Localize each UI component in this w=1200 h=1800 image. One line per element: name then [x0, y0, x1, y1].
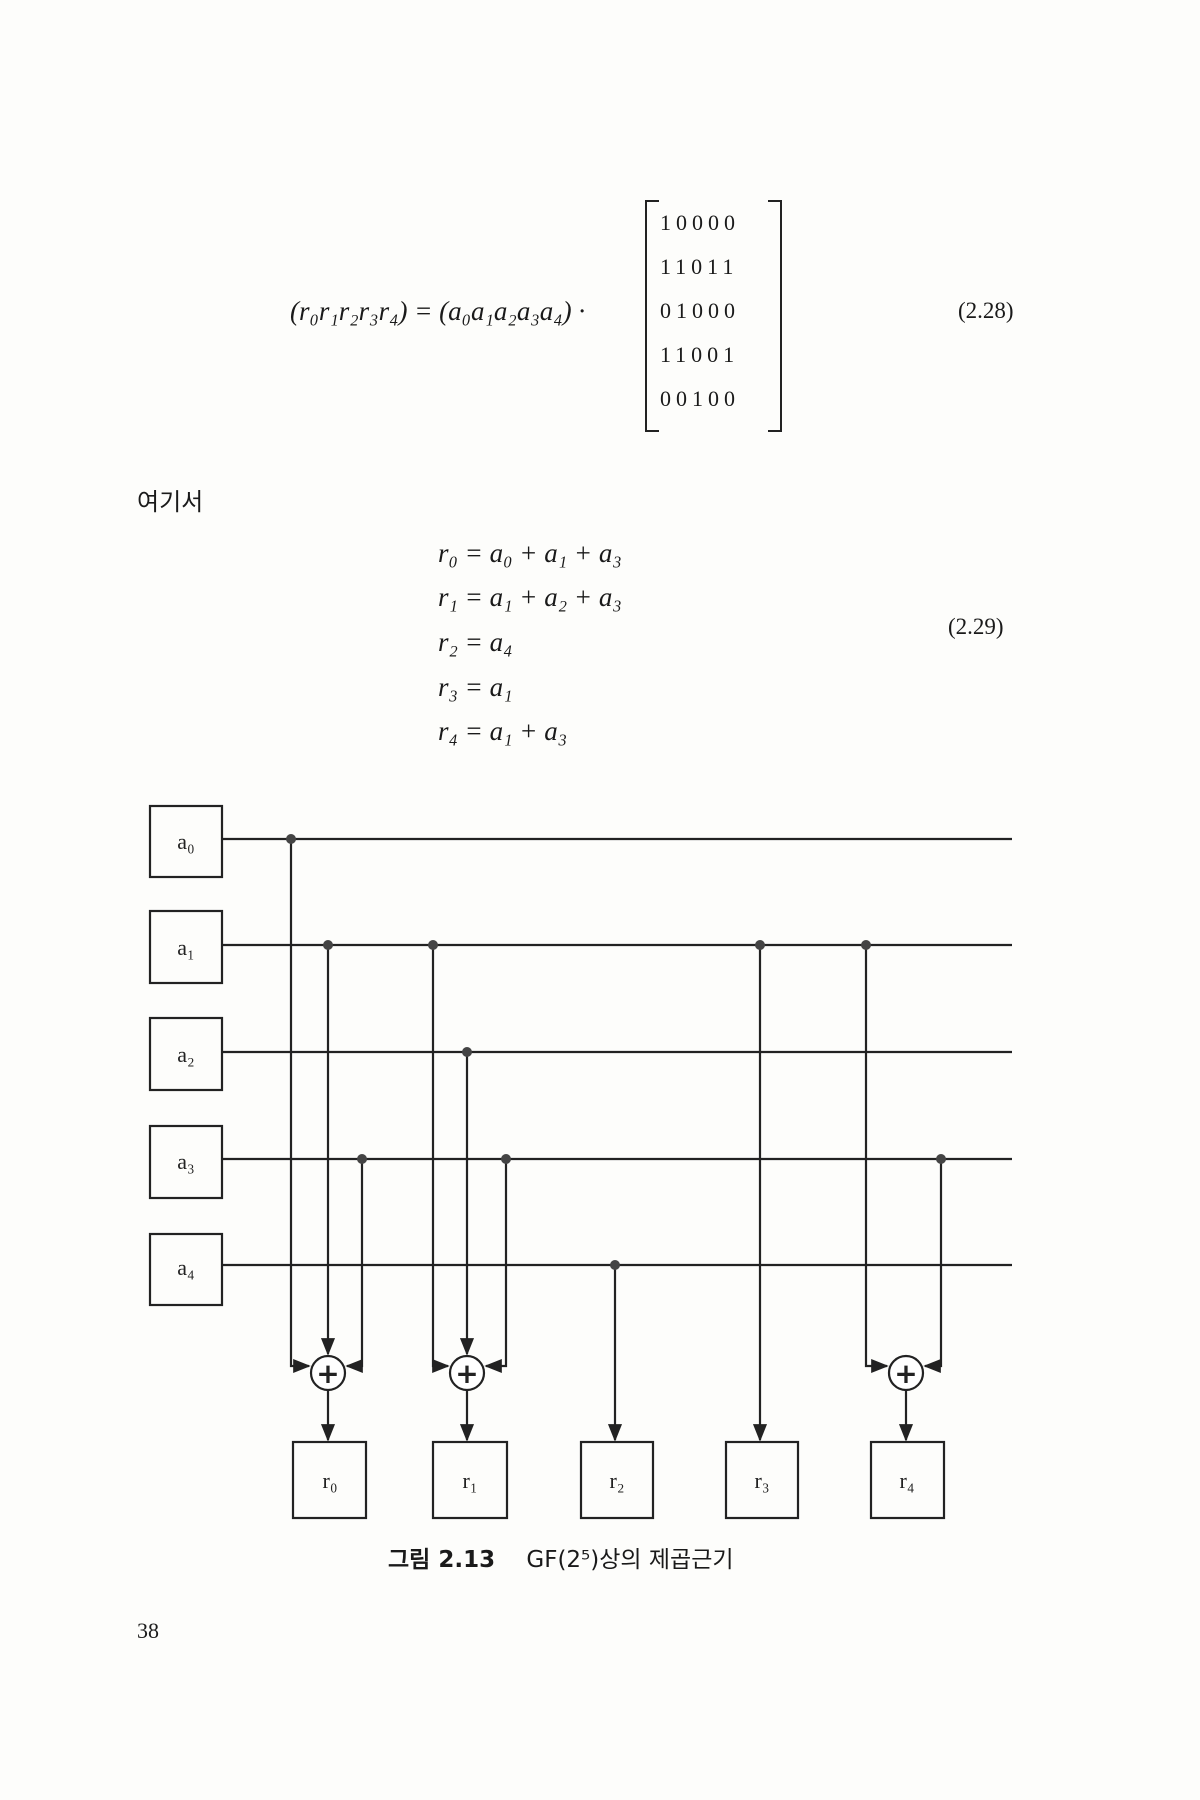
caption-prefix: 그림 2.13: [388, 1547, 496, 1573]
wire: [923, 1159, 943, 1374]
xor-symbol: +: [894, 1357, 917, 1390]
equation-line: r₀ = a₀ + a₁ + a₃: [438, 538, 622, 568]
wire: [484, 1159, 508, 1374]
input-label: a₂: [177, 1042, 194, 1067]
wire: [864, 945, 889, 1374]
matrix-row: 11011: [660, 254, 739, 279]
xor-adder-icon: [309, 1354, 347, 1392]
input-label: a₄: [177, 1255, 194, 1280]
equation-2-28-lhs: (r₀r₁r₂r₃r₄) = (a₀a₁a₂a₃a₄) ·: [290, 296, 586, 326]
equation-line: r₁ = a₁ + a₂ + a₃: [438, 582, 622, 612]
caption-title: GF(2⁵)상의 제곱근기: [526, 1547, 734, 1573]
equation-line: r₃ = a₁: [438, 672, 513, 702]
xor-symbol: +: [316, 1357, 339, 1390]
matrix-row: 01000: [660, 298, 740, 323]
output-box-r4: [869, 1440, 946, 1520]
input-box-a1: [148, 909, 224, 985]
output-box-r2: [579, 1440, 655, 1520]
matrix-row: 10000: [660, 210, 740, 235]
input-box-a4: [148, 1232, 224, 1307]
input-label: a₁: [177, 935, 194, 960]
equation-number-2-29: (2.29): [948, 614, 1004, 639]
where-label: 여기서: [137, 488, 204, 516]
matrix-row: 11001: [660, 342, 740, 367]
output-label: r₀: [323, 1468, 338, 1493]
output-box-r1: [431, 1440, 509, 1520]
input-box-a3: [148, 1124, 224, 1200]
wire: [289, 839, 311, 1374]
output-box-r3: [724, 1440, 800, 1520]
page-number: 38: [137, 1618, 159, 1643]
equation-number-2-28: (2.28): [958, 298, 1014, 323]
figure-caption: 그림 2.13 GF(2⁵)상의 제곱근기: [388, 1540, 734, 1574]
output-label: r₁: [463, 1468, 478, 1493]
input-label: a₃: [177, 1149, 194, 1174]
wire: [431, 945, 450, 1374]
xor-adder-icon: [887, 1354, 925, 1392]
matrix-left-bracket: [645, 200, 659, 432]
input-box-a2: [148, 1016, 224, 1092]
wire: [345, 1159, 364, 1374]
xor-adder-icon: [448, 1354, 486, 1392]
equation-line: r₄ = a₁ + a₃: [438, 716, 568, 746]
output-label: r₃: [755, 1468, 770, 1493]
input-label: a₀: [177, 829, 194, 854]
equation-line: r₂ = a₄: [438, 627, 513, 657]
output-label: r₂: [610, 1468, 625, 1493]
matrix-right-bracket: [768, 200, 782, 432]
input-box-a0: [148, 804, 224, 879]
matrix-row: 00100: [660, 386, 740, 411]
junction-dots: [286, 834, 946, 1270]
output-label: r₄: [900, 1468, 915, 1493]
output-box-r0: [291, 1440, 368, 1520]
xor-symbol: +: [455, 1357, 478, 1390]
